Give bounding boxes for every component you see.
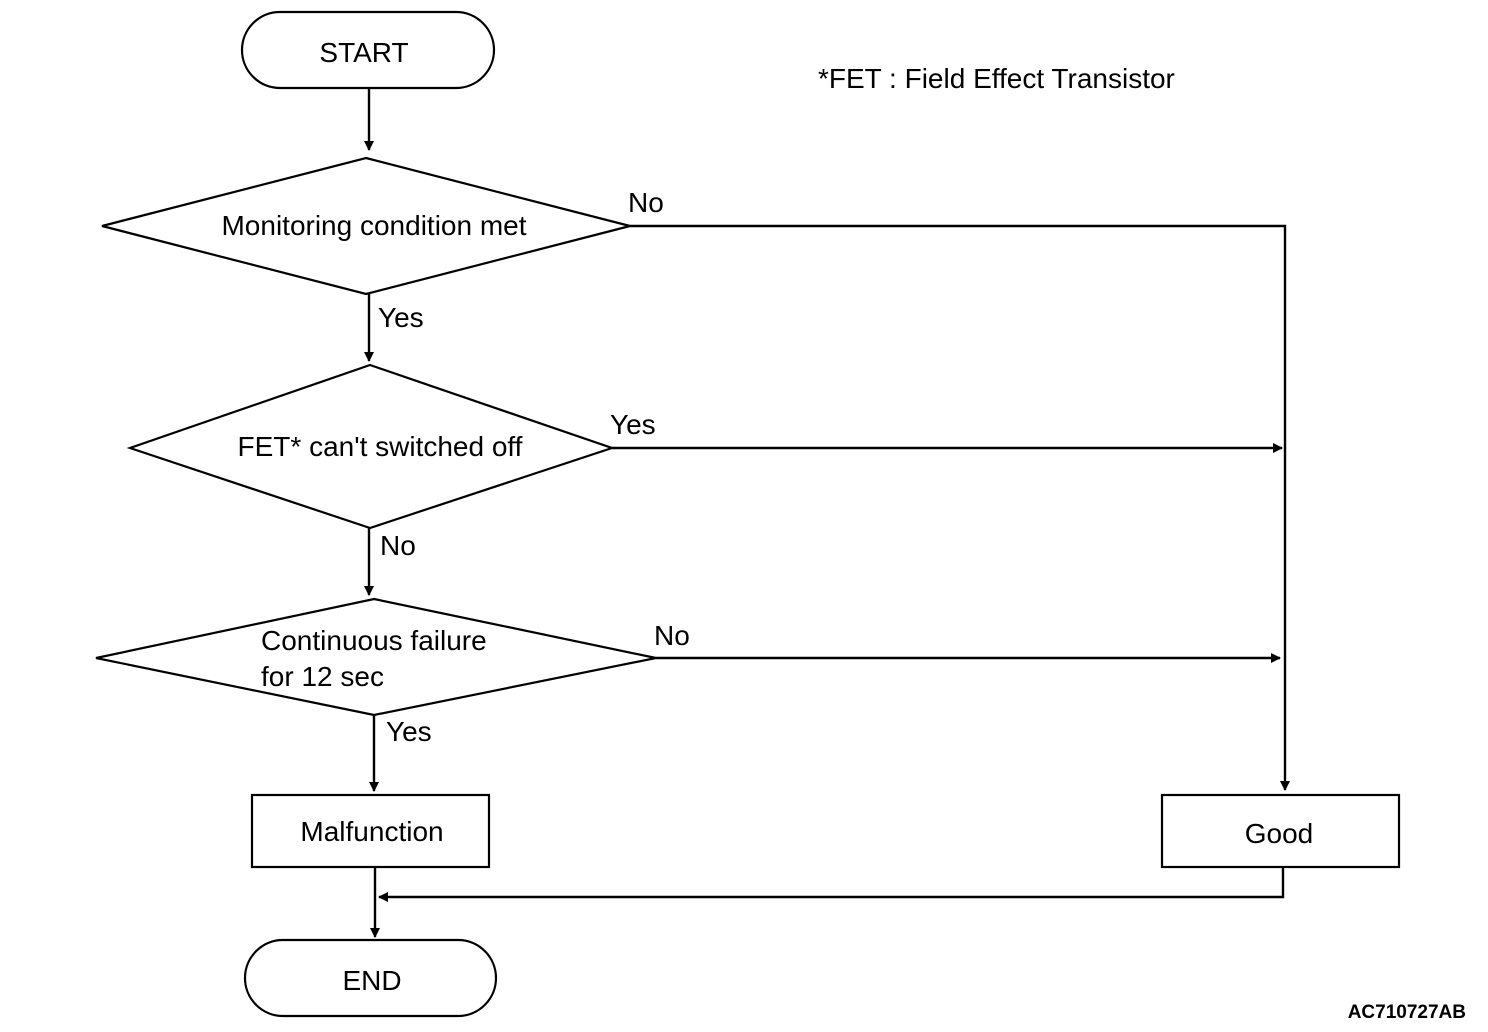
continuous-label-line1: Continuous failure [261, 625, 487, 656]
end-terminal [243, 938, 498, 1018]
monitoring-no-label: No [628, 187, 664, 218]
good-label: Good [1245, 818, 1314, 849]
footnote: *FET : Field Effect Transistor [818, 63, 1175, 94]
good-box [1160, 793, 1401, 869]
monitoring-decision [101, 156, 631, 296]
fet-label: FET* can't switched off [238, 431, 523, 462]
end-label: END [342, 965, 401, 996]
monitoring-yes-label: Yes [378, 302, 424, 333]
arrow-good-to-end [378, 867, 1285, 902]
arrow-monitoring-no [630, 224, 1290, 791]
continuous-yes-label: Yes [386, 716, 432, 747]
malfunction-label: Malfunction [300, 816, 443, 847]
malfunction-box [250, 793, 491, 869]
monitoring-label: Monitoring condition met [221, 210, 526, 241]
fet-yes-label: Yes [610, 409, 656, 440]
continuous-failure-decision [95, 597, 657, 717]
continuous-no-label: No [654, 620, 690, 651]
continuous-label-line2: for 12 sec [261, 661, 384, 692]
fet-no-label: No [380, 530, 416, 561]
figure-code: AC710727AB [1348, 1002, 1466, 1023]
start-label: START [319, 37, 408, 68]
